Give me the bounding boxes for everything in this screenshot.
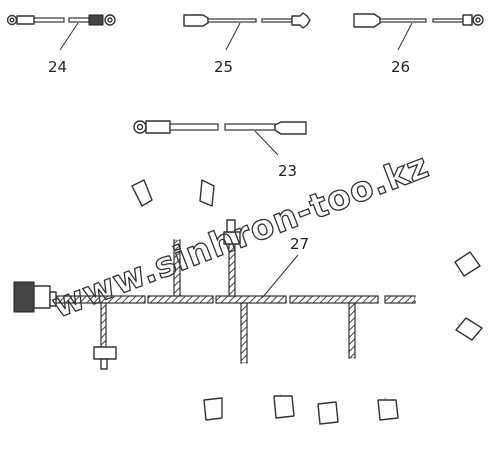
- terminal-lower-middle-a: [203, 397, 223, 421]
- terminal-lower-middle-b: [273, 395, 295, 419]
- part-27-harness: [13, 179, 483, 425]
- terminal-upper-left-b: [199, 179, 215, 207]
- part-23-leader: [254, 130, 279, 156]
- part-27-label: 27: [290, 235, 309, 253]
- terminal-right-lower: [455, 317, 483, 341]
- part-27-leader: [261, 254, 299, 299]
- part-24-label: 24: [48, 58, 67, 76]
- part-26-label: 26: [391, 58, 410, 76]
- part-26-leader: [397, 22, 413, 51]
- part-25-label: 25: [214, 58, 233, 76]
- terminal-lower-right-a: [317, 401, 339, 425]
- part-24-leader: [59, 22, 79, 51]
- main-connector: [13, 281, 35, 313]
- part-24-wire: [6, 14, 116, 26]
- part-25-wire: [183, 12, 311, 29]
- terminal-lower-right-b: [377, 399, 399, 421]
- part-25-leader: [225, 22, 241, 51]
- part-26-wire: [353, 13, 484, 28]
- terminal-upper-left-a: [131, 179, 153, 207]
- part-23-wire: [133, 120, 307, 135]
- terminal-right-upper: [454, 251, 481, 277]
- part-23-label: 23: [278, 162, 297, 180]
- sensor-plug: [93, 346, 117, 360]
